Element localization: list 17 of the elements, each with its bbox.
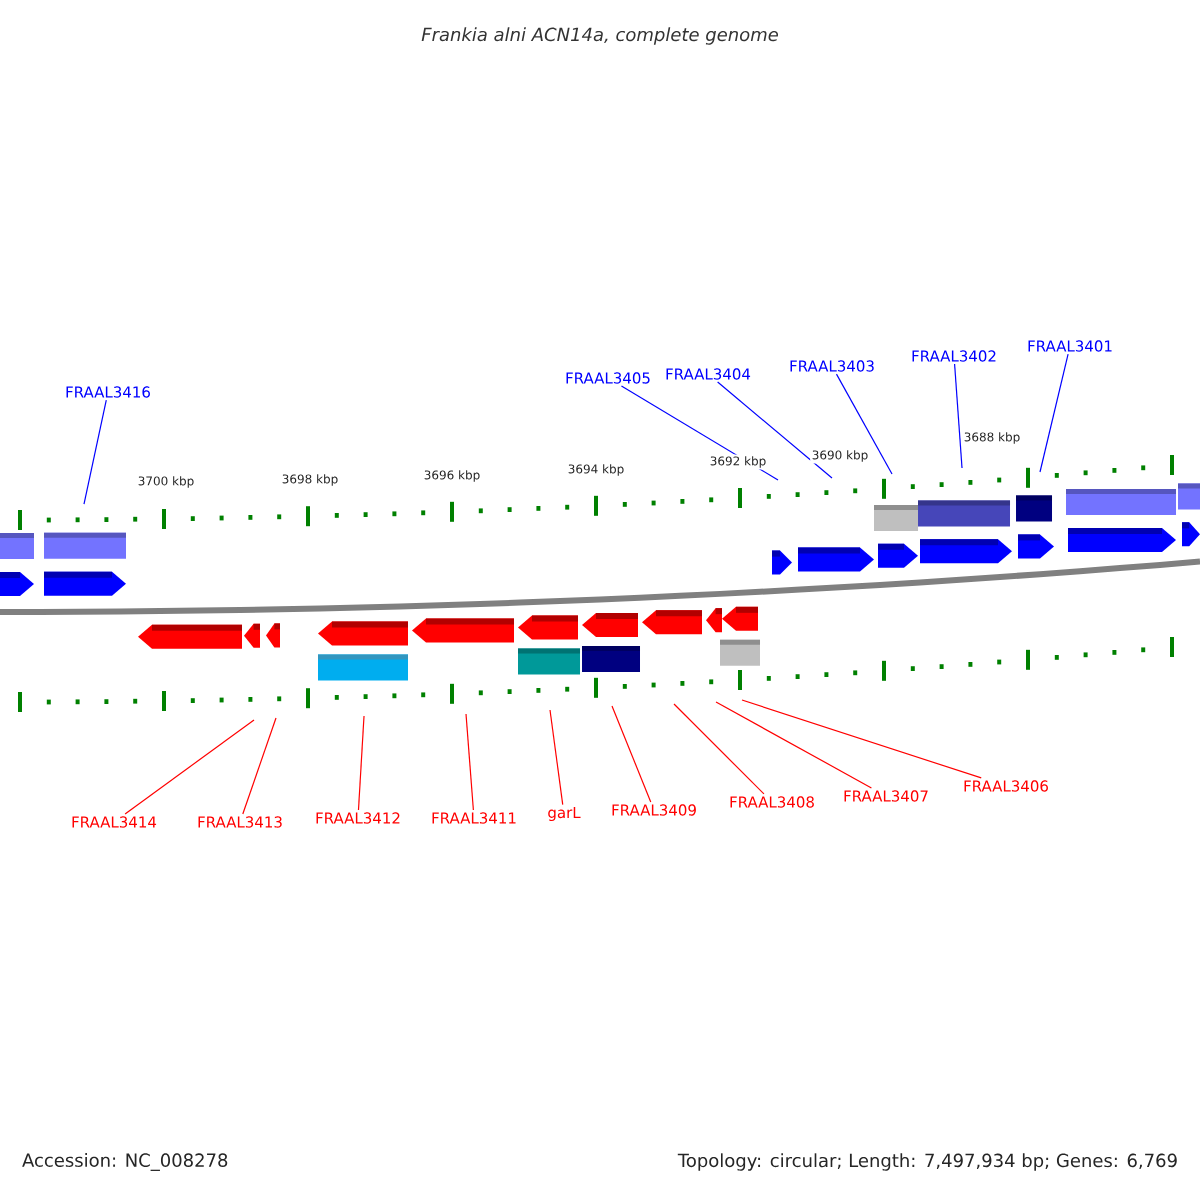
leader-line <box>715 701 872 789</box>
leader-line <box>465 713 474 811</box>
leader-line <box>717 381 833 479</box>
leader-line <box>549 709 564 806</box>
leader-line <box>741 699 982 779</box>
footer-text: Accession: NC_008278 <box>20 1151 231 1173</box>
leader-line <box>954 363 963 469</box>
footer-text: Topology: circular; Length: 7,497,934 bp; Genes: 6,769 <box>676 1151 1180 1173</box>
leader-line <box>835 373 893 475</box>
leader-line <box>242 717 277 815</box>
leader-line <box>1039 353 1069 473</box>
leader-line <box>357 715 365 811</box>
leader-line <box>124 719 255 815</box>
leader-line <box>611 705 652 803</box>
leader-line <box>83 399 107 505</box>
title: Frankia alni ACN14a, complete genome <box>421 27 778 45</box>
leader-line <box>673 703 765 795</box>
